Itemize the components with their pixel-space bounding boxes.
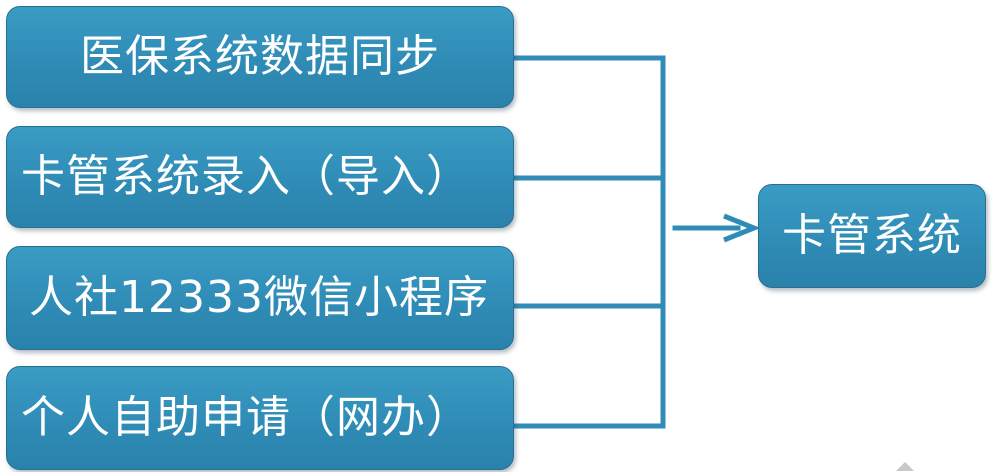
arrow-head	[723, 213, 761, 243]
target-box-label: 卡管系统	[782, 210, 962, 261]
source-box-card-system-entry: 卡管系统录入（导入）	[6, 126, 514, 228]
source-box-wechat-miniprogram: 人社12333微信小程序	[6, 246, 514, 350]
target-box-card-system: 卡管系统	[758, 184, 986, 288]
source-box-self-service-application: 个人自助申请（网办）	[6, 366, 514, 470]
source-box-label: 卡管系统录入（导入）	[21, 151, 471, 202]
source-box-label: 个人自助申请（网办）	[21, 392, 471, 443]
source-box-label: 医保系统数据同步	[80, 31, 440, 82]
source-box-label: 人社12333微信小程序	[29, 272, 489, 323]
source-box-medical-insurance-sync: 医保系统数据同步	[6, 6, 514, 108]
corner-triangle-icon	[896, 462, 914, 471]
